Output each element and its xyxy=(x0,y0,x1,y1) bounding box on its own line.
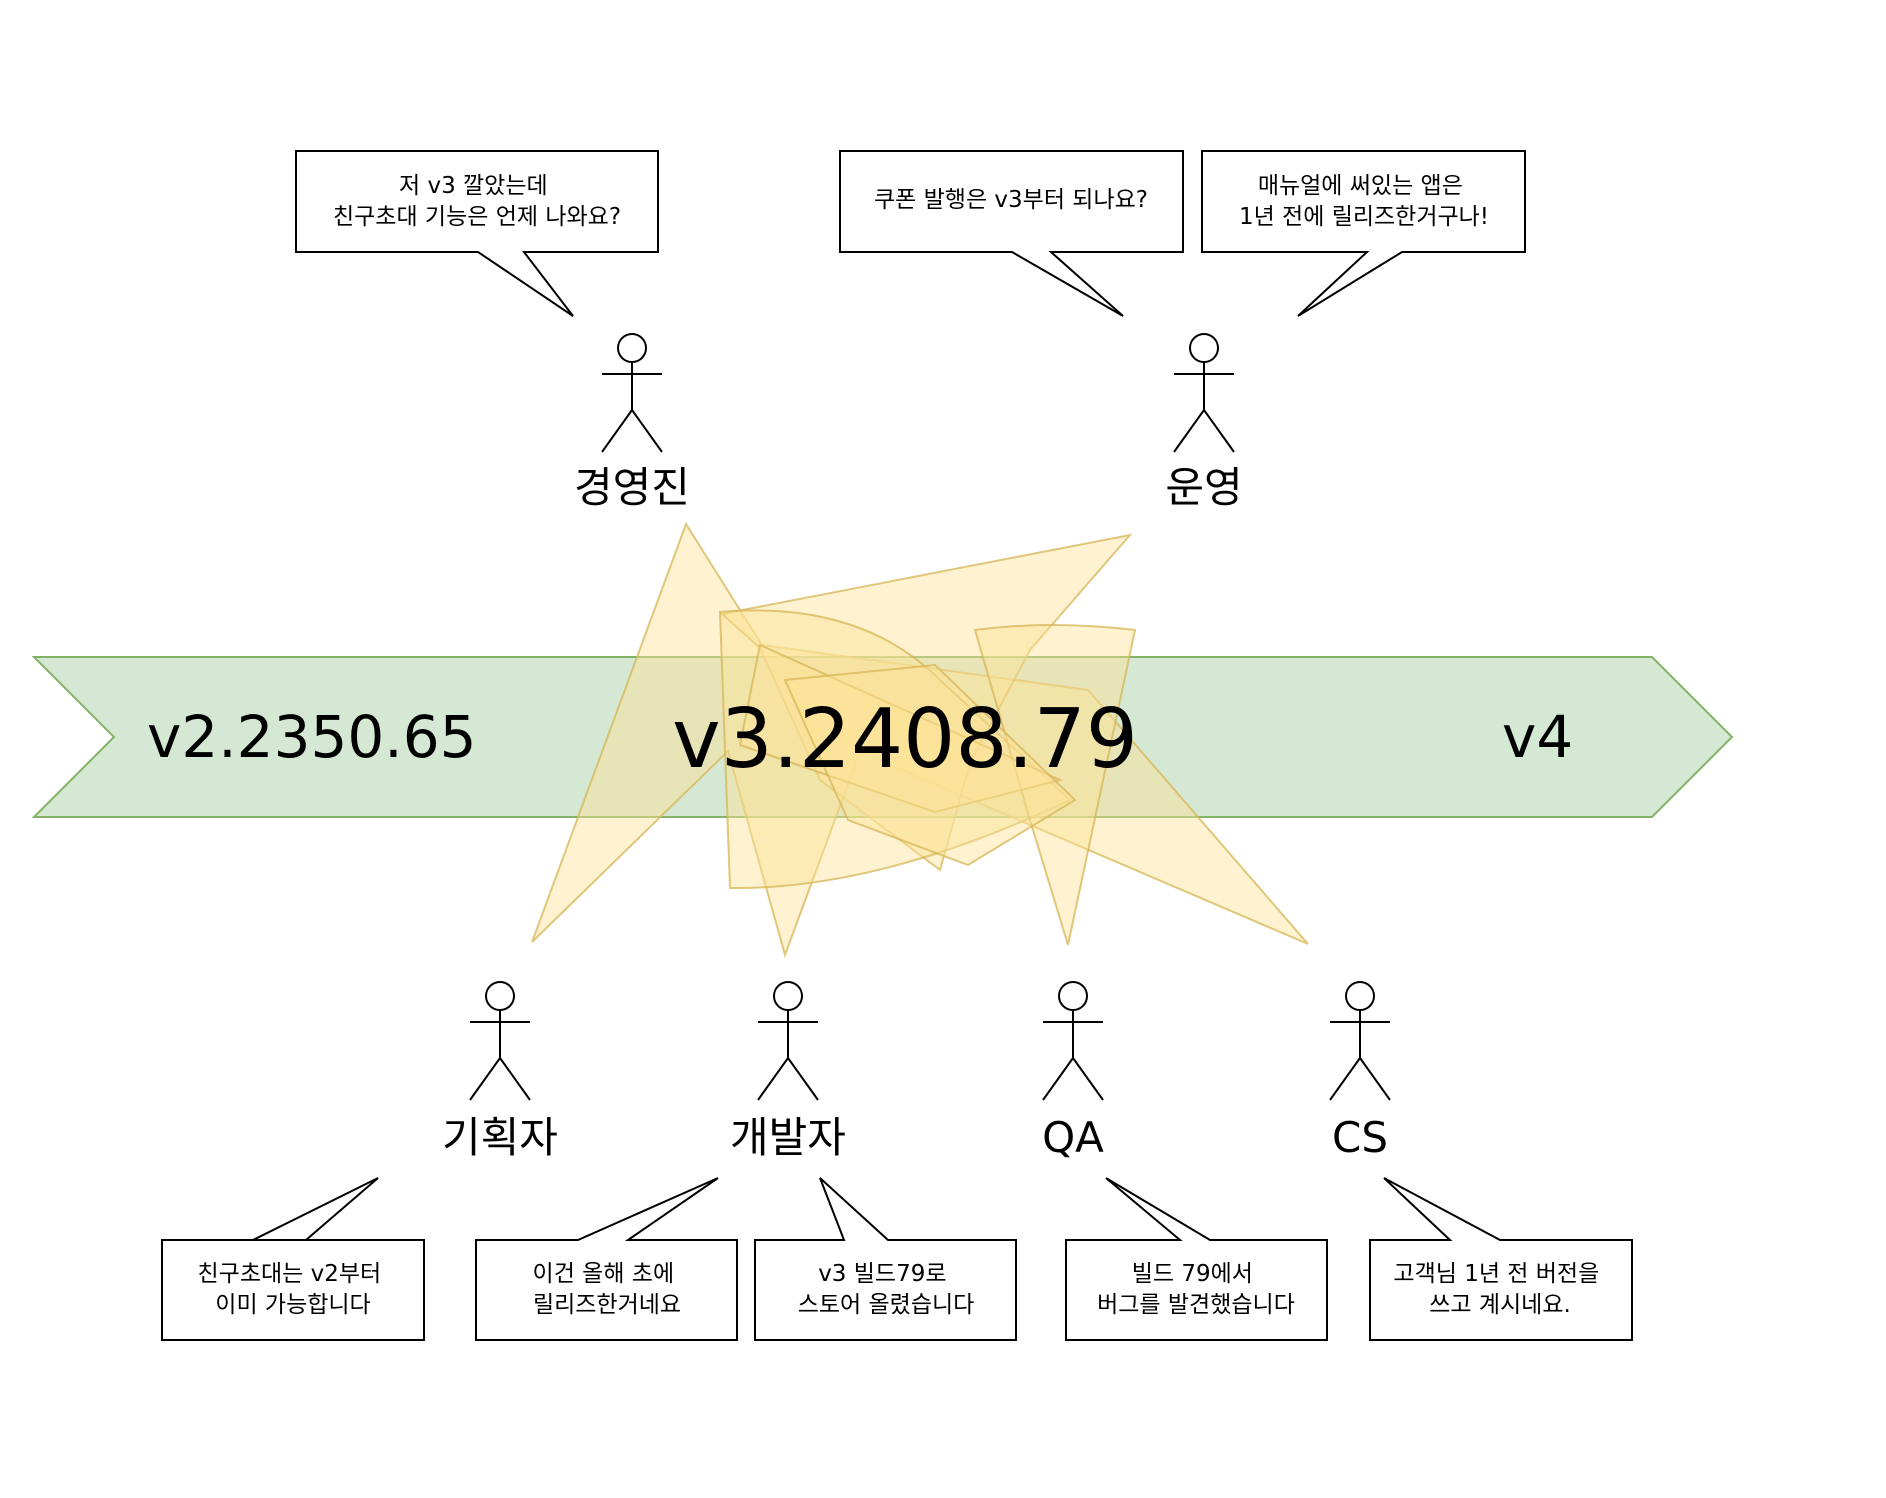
callout-text: 친구초대 기능은 언제 나와요? xyxy=(333,204,621,230)
burst-shape xyxy=(719,533,1133,872)
confusion-burst xyxy=(531,521,1309,959)
callout-text: 1년 전에 릴리즈한거구나! xyxy=(1239,204,1489,230)
svg-text:친구초대는 v2부터 이미 가능합니다: 친구초대는 v2부터 이미 가능합니다 xyxy=(198,1261,389,1318)
actor-qa: QA xyxy=(1042,981,1104,1162)
svg-text:저 v3 깔았는데 친구초대 기능은 언제 나와: 저 v3 깔았는데 친구초대 기능은 언제 나와요? xyxy=(333,173,621,230)
actor-developer: 개발자 xyxy=(730,981,846,1162)
actor-label: 경영진 xyxy=(574,463,690,512)
callout-ops-manual: 매뉴얼에 써있는 앱은 1년 전에 릴리즈한거구나! xyxy=(1201,150,1526,317)
callout-text: 이건 올해 초에 xyxy=(533,1261,675,1287)
version-label-v3: v3.2408.79 xyxy=(672,692,1138,787)
burst-shape xyxy=(718,609,1072,890)
actor-planner: 기획자 xyxy=(442,981,558,1162)
stick-figure-icon xyxy=(469,981,531,1101)
burst-shape xyxy=(531,521,1309,959)
callout-text: 저 v3 깔았는데 xyxy=(399,173,548,199)
callout-text: 쓰고 계시네요. xyxy=(1429,1292,1571,1318)
burst-shape xyxy=(738,643,1064,814)
actor-label: QA xyxy=(1042,1113,1104,1162)
actor-executive: 경영진 xyxy=(574,333,690,512)
version-label-v4: v4 xyxy=(1502,703,1573,771)
callout-dev-release: 이건 올해 초에 릴리즈한거네요 xyxy=(475,1177,738,1341)
burst-shape xyxy=(783,663,1077,867)
version-label-v2: v2.2350.65 xyxy=(147,703,477,771)
callout-text: 고객님 1년 전 버전을 xyxy=(1393,1261,1599,1287)
actor-label: 기획자 xyxy=(442,1113,558,1162)
version-band: v2.2350.65 v4 xyxy=(31,656,1734,818)
svg-text:이건 올해 초에 릴리즈한거네요: 이건 올해 초에 릴리즈한거네요 xyxy=(533,1261,682,1318)
callout-ops-coupon: 쿠폰 발행은 v3부터 되나요? xyxy=(839,150,1184,317)
actor-label: 운영 xyxy=(1165,463,1242,512)
actor-label: CS xyxy=(1332,1113,1388,1162)
actor-cs: CS xyxy=(1329,981,1391,1162)
callout-text: 친구초대는 v2부터 xyxy=(198,1261,382,1287)
burst-shape xyxy=(973,624,1137,946)
actor-operations: 운영 xyxy=(1165,333,1243,512)
actor-label: 개발자 xyxy=(730,1113,846,1162)
stick-figure-icon xyxy=(1329,981,1391,1101)
callout-planner: 친구초대는 v2부터 이미 가능합니다 xyxy=(161,1177,425,1341)
svg-text:매뉴얼에 써있는 앱은 1년 전에 릴리즈한거구: 매뉴얼에 써있는 앱은 1년 전에 릴리즈한거구나! xyxy=(1239,173,1489,230)
callout-cs: 고객님 1년 전 버전을 쓰고 계시네요. xyxy=(1369,1177,1633,1341)
callout-dev-store: v3 빌드79로 스토어 올렸습니다 xyxy=(754,1177,1017,1341)
callout-text: v3 빌드79로 xyxy=(818,1261,946,1287)
callout-text: 빌드 79에서 xyxy=(1132,1261,1253,1287)
stick-figure-icon xyxy=(757,981,819,1101)
svg-text:고객님 1년 전 버전을 쓰고 계시네요.: 고객님 1년 전 버전을 쓰고 계시네요. xyxy=(1393,1261,1606,1318)
callout-executive: 저 v3 깔았는데 친구초대 기능은 언제 나와요? xyxy=(295,150,659,317)
svg-text:쿠폰 발행은 v3부터 되나요?: 쿠폰 발행은 v3부터 되나요? xyxy=(874,187,1148,213)
stick-figure-icon xyxy=(601,333,663,453)
stick-figure-icon xyxy=(1042,981,1104,1101)
callout-text: 릴리즈한거네요 xyxy=(533,1292,681,1318)
svg-text:빌드 79에서 버그를 발견했습니다: 빌드 79에서 버그를 발견했습니다 xyxy=(1097,1261,1295,1318)
svg-text:v3 빌드79로 스토어 올렸습니다: v3 빌드79로 스토어 올렸습니다 xyxy=(798,1261,975,1318)
callout-text: 매뉴얼에 써있는 앱은 xyxy=(1258,173,1463,199)
callout-qa: 빌드 79에서 버그를 발견했습니다 xyxy=(1065,1177,1328,1341)
callout-text: 버그를 발견했습니다 xyxy=(1097,1292,1295,1318)
stick-figure-icon xyxy=(1173,333,1235,453)
callout-text: 스토어 올렸습니다 xyxy=(798,1292,975,1318)
callout-text: 쿠폰 발행은 v3부터 되나요? xyxy=(874,187,1148,213)
version-arrow-band xyxy=(31,656,1734,818)
callout-text: 이미 가능합니다 xyxy=(215,1292,370,1318)
